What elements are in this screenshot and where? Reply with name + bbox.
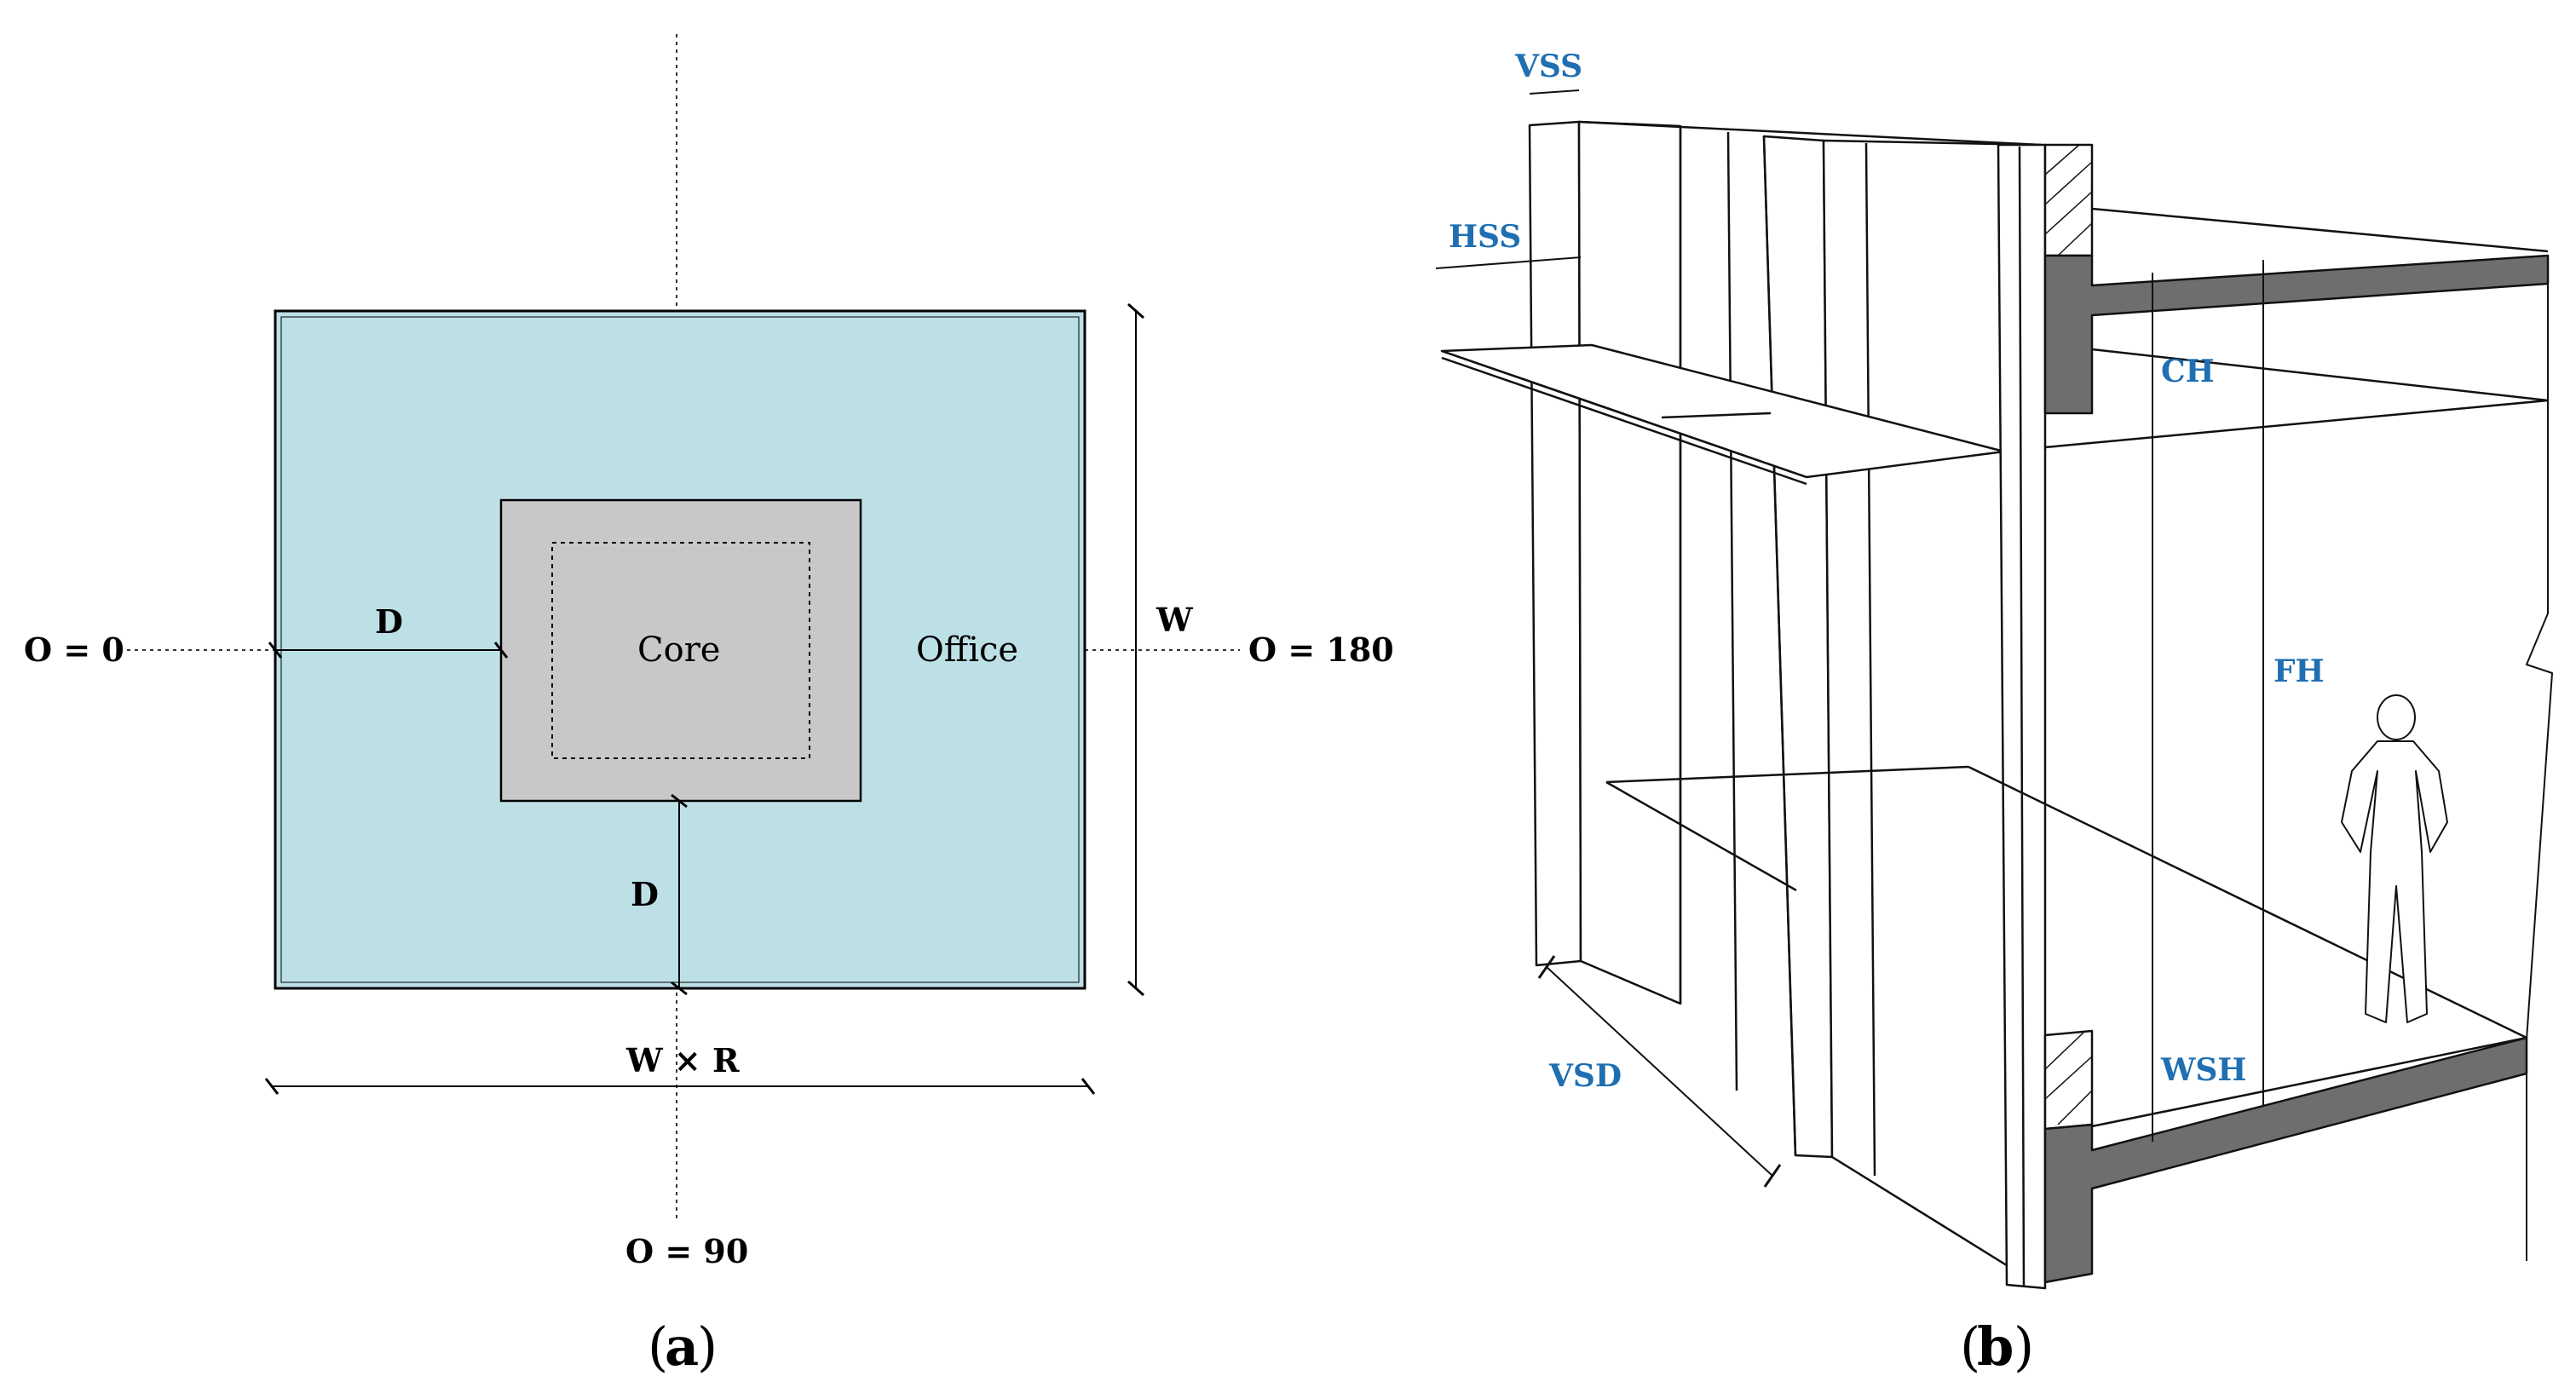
break-line-right: [2526, 256, 2553, 1040]
floor-surface-edge: [2091, 1036, 2527, 1128]
upper-wall-hatching: [2044, 144, 2093, 256]
panel-a-caption-open: (: [648, 1315, 668, 1378]
width-tick-bottom: [1127, 980, 1144, 997]
depth-label-left: D: [375, 602, 403, 641]
core-label: Core: [637, 630, 720, 670]
panel-a-plan: O = 0 O = 180 O = 90 D D W W × R Core Of…: [24, 34, 1394, 1378]
upper-wall-section-hatched: [2043, 143, 2094, 257]
person-silhouette: [2341, 694, 2448, 1023]
orientation-180-label: O = 180: [1248, 630, 1394, 669]
floor-plane-far: [1605, 765, 1969, 784]
vss-dimension-line: [1529, 89, 1580, 95]
fin-edge-3: [1726, 131, 1738, 1091]
width-label: W: [1155, 601, 1194, 639]
ceiling-plane-bottom: [2044, 399, 2549, 449]
depth-tick-left-1: [268, 642, 283, 659]
panel-b-caption-group: ( b ): [1960, 1315, 2034, 1378]
length-tick-right: [1081, 1078, 1096, 1095]
vertical-shading-fin-2: [1762, 135, 1834, 1159]
panel-b-caption-open: (: [1960, 1315, 1980, 1378]
ch-label: CH: [2161, 354, 2215, 389]
fh-label: FH: [2273, 653, 2325, 689]
panel-b-caption: b: [1977, 1315, 2014, 1378]
facade-wall-outer: [1528, 120, 1582, 967]
panel-b-section: [1435, 89, 2553, 1290]
vss-label: VSS: [1514, 49, 1582, 84]
core-block: [499, 498, 862, 803]
vsd-tick-1: [1537, 955, 1556, 979]
depth-tick-bottom-1: [671, 793, 688, 809]
panel-b-caption-close: ): [2014, 1315, 2034, 1378]
width-tick-top: [1127, 302, 1144, 319]
fin-edge-4: [1762, 135, 1797, 1156]
ceiling-plane-top: [2091, 207, 2549, 253]
vsd-tick-2: [1763, 1164, 1782, 1188]
hss-label: HSS: [1449, 219, 1521, 255]
depth-tick-left-2: [493, 642, 509, 659]
hss-dimension-line: [1435, 256, 1582, 269]
upper-slab: [2043, 254, 2550, 415]
vertical-shading-fin-1: [1577, 120, 1682, 1005]
fin-edge-1: [1578, 120, 2042, 147]
wsh-label: WSH: [2160, 1052, 2246, 1088]
ceiling-plane-mid: [2091, 348, 2549, 402]
shelf-edge-front: [1441, 349, 1807, 479]
depth-label-bottom: D: [631, 875, 659, 913]
panel-a-caption-close: ): [697, 1315, 717, 1378]
floor-plane-diag: [1968, 765, 2527, 1039]
fin-edge-5: [1864, 142, 1876, 1177]
panel-a-caption: a: [665, 1315, 699, 1378]
orientation-90-label: O = 90: [625, 1232, 748, 1270]
shelf-mid-split: [1661, 412, 1772, 419]
length-label: W × R: [625, 1041, 740, 1079]
column-edge: [2018, 146, 2026, 1287]
core-inner-dashed: [551, 542, 810, 759]
lower-slab: [2043, 1036, 2528, 1284]
shelf-edge-thick: [1441, 356, 1807, 486]
vsd-label: VSD: [1548, 1058, 1622, 1094]
office-label: Office: [916, 630, 1018, 670]
length-tick-left: [264, 1078, 279, 1095]
panel-b-labels: VSS HSS CH FH WSH VSD: [1449, 49, 2325, 1094]
orientation-0-label: O = 0: [24, 630, 124, 669]
lower-wall-hatching: [2044, 1032, 2093, 1125]
floor-plane-left: [1605, 780, 1797, 892]
vsd-dimension-line: [1546, 966, 1773, 1177]
depth-tick-bottom-2: [671, 981, 688, 996]
